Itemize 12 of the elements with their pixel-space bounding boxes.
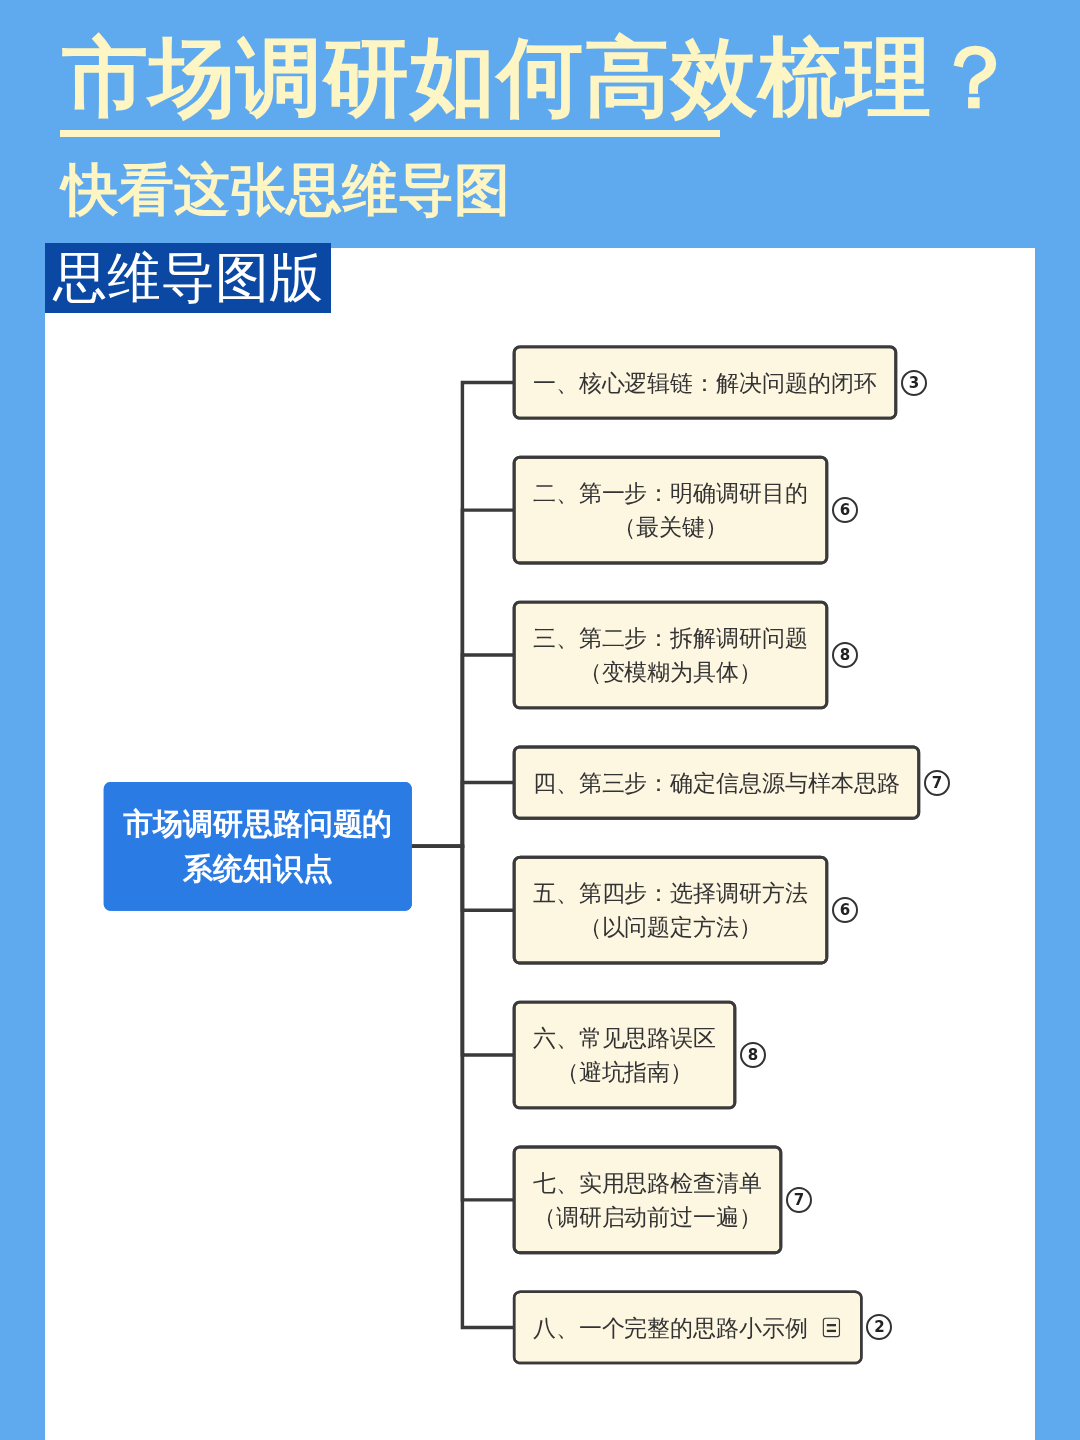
- connector-line: [410, 844, 515, 1330]
- topic-box: 三、第二步：拆解调研问题（变模糊为具体）: [512, 600, 829, 710]
- topic-box: 六、常见思路误区（避坑指南）: [512, 1000, 737, 1110]
- topic-box: 七、实用思路检查清单（调研启动前过一遍）: [512, 1145, 783, 1255]
- topic-box: 二、第一步：明确调研目的（最关键）: [512, 455, 829, 565]
- version-tag: 思维导图版: [45, 243, 331, 313]
- topic-box: 四、第三步：确定信息源与样本思路: [512, 745, 921, 820]
- topic-box: 一、核心逻辑链：解决问题的闭环: [512, 345, 898, 420]
- root-topic: 市场调研思路问题的系统知识点: [103, 782, 412, 911]
- topic-box: 五、第四步：选择调研方法（以问题定方法）: [512, 855, 829, 965]
- title: 市场调研如何高效梳理？: [62, 26, 1019, 129]
- topic-box: 八、一个完整的思路小示例: [513, 1290, 863, 1365]
